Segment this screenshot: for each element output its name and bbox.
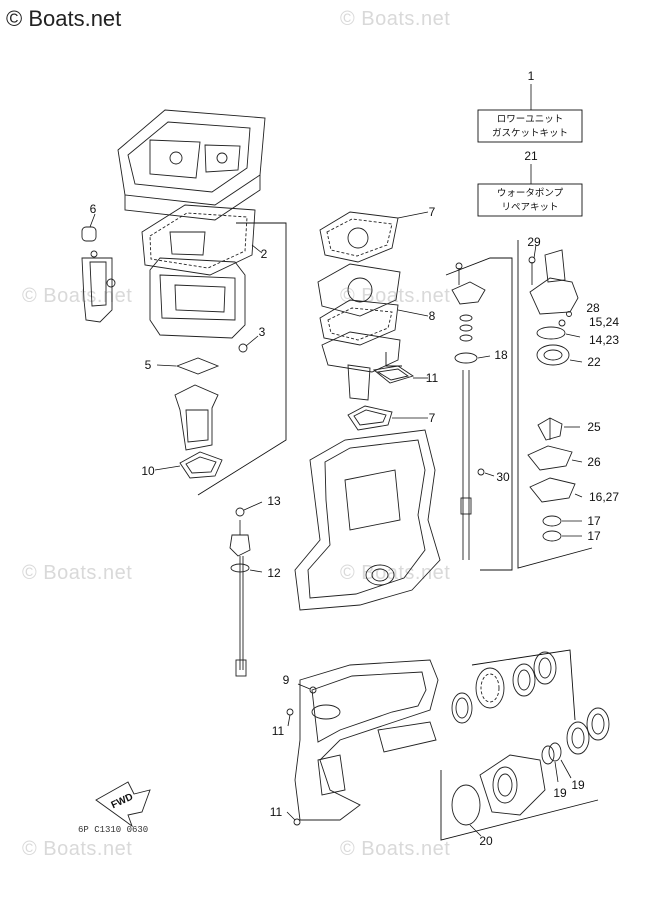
washer-30: [477, 468, 495, 477]
callout-5: 5: [145, 358, 152, 372]
forward-gear: [475, 667, 505, 709]
callout-4: 6: [90, 202, 97, 216]
callout-14-23: 14,23: [589, 333, 619, 347]
plate-middle: [317, 263, 401, 317]
prop-shaft-housing: [479, 754, 546, 816]
shift-rod: [229, 501, 263, 677]
exhaust-guide-casing: [117, 109, 266, 221]
bolt-11-upper: [286, 708, 294, 727]
grommet-bracket: [385, 352, 402, 367]
bolt-10: [297, 683, 317, 694]
oil-seals-17: [542, 515, 582, 542]
o-ring-18: [454, 352, 491, 364]
callout-16-27: 16,27: [589, 490, 619, 504]
bolt-11-lower: [286, 811, 301, 826]
forward-direction-arrow: FWD: [95, 781, 151, 828]
kit-line: リペアキット: [501, 202, 558, 213]
callout-2: 2: [261, 247, 268, 261]
kit-line: ロワーユニット: [497, 114, 564, 125]
pump-gasket-16: [529, 477, 583, 503]
watermark-tile: © Boats.net: [22, 285, 133, 307]
callout-8: 10: [141, 464, 155, 478]
watermark-tile: © Boats.net: [340, 838, 451, 860]
shaft-bracket: [445, 257, 513, 571]
gasket-7-lower: [319, 299, 429, 346]
callout-30: 30: [496, 470, 510, 484]
watermark-tile: © Boats.net: [340, 8, 451, 30]
callout-19a: 19: [553, 786, 567, 800]
seal-4-bracket: [81, 213, 116, 323]
plate-5: [156, 357, 220, 375]
callout-11a: 11: [272, 724, 285, 738]
seal-8: [154, 451, 223, 479]
callout-29: 29: [527, 235, 541, 249]
seal-6: [347, 405, 428, 431]
callout-7a: 7: [429, 205, 436, 219]
callout-6: 7: [429, 411, 436, 425]
bearing-2: [533, 651, 557, 685]
diagram-code: 6P C1310 0630: [78, 825, 148, 835]
kit-line: ウォータポンプ: [497, 188, 564, 199]
callout-17b: 17: [587, 529, 601, 543]
pin-28: [566, 311, 572, 317]
pump-insert-22: [536, 344, 583, 366]
callout-3: 3: [259, 325, 266, 339]
gasket-7-upper: [319, 211, 429, 263]
ring-15: [558, 319, 566, 327]
callout-20: 20: [479, 834, 493, 848]
callout-12: 12: [267, 566, 281, 580]
callout-25: 25: [587, 420, 601, 434]
callout-19b: 19: [571, 778, 585, 792]
grommet-9: [372, 365, 428, 384]
watermark-tile: © Boats.net: [22, 838, 133, 860]
pump-bracket: [517, 240, 593, 569]
pinion-bearing: [451, 692, 473, 724]
watermark-tile: © Boats.net: [22, 562, 133, 584]
gear-bracket: [471, 649, 576, 721]
bearing-1: [512, 663, 536, 697]
upper-case: [294, 429, 441, 611]
callout-28: 28: [586, 301, 600, 315]
lower-case: [294, 659, 439, 821]
impeller-25: [537, 417, 580, 441]
exhaust-housing: [149, 257, 246, 339]
o-ring-12: [230, 563, 263, 573]
callout-label: 1: [528, 69, 535, 83]
o-ring-20: [451, 784, 482, 837]
oil-seal-19: [541, 742, 572, 783]
callout-10: 9: [283, 673, 290, 687]
callout-18: 18: [494, 348, 508, 362]
exhaust-sleeve: [174, 384, 219, 451]
prop-bearing: [566, 707, 610, 755]
callout-13: 13: [267, 494, 281, 508]
callout-7b: 8: [429, 309, 436, 323]
callout-numbers: 29 6 2 3 5 10 7 8 11 7 18 30 13 12 28 15…: [90, 202, 620, 848]
callout-11b: 11: [270, 805, 283, 819]
extension-case: [321, 331, 401, 401]
copyright-watermark: © Boats.net: [6, 6, 122, 31]
kit-box-gasket: 1 ロワーユニット ガスケットキット: [477, 69, 583, 143]
callout-26: 26: [587, 455, 601, 469]
gasket-2: [141, 204, 263, 276]
assembly-bracket: [197, 222, 287, 496]
pump-plate-26: [527, 445, 583, 471]
kit-box-water-pump: 21 ウォータポンプ リペアキット: [477, 149, 583, 217]
fwd-label: FWD: [110, 792, 135, 812]
kit-line: ガスケットキット: [492, 128, 568, 139]
pump-o-ring-14: [536, 326, 581, 340]
housing-bracket: [440, 770, 599, 841]
drive-shaft: [451, 262, 486, 560]
callout-17a: 17: [587, 514, 601, 528]
water-pump-housing: [528, 244, 579, 315]
callout-9: 11: [426, 371, 439, 385]
bolt-3: [238, 335, 259, 353]
callout-15-24: 15,24: [589, 315, 619, 329]
callout-label: 21: [524, 149, 538, 163]
callout-22: 22: [587, 355, 601, 369]
